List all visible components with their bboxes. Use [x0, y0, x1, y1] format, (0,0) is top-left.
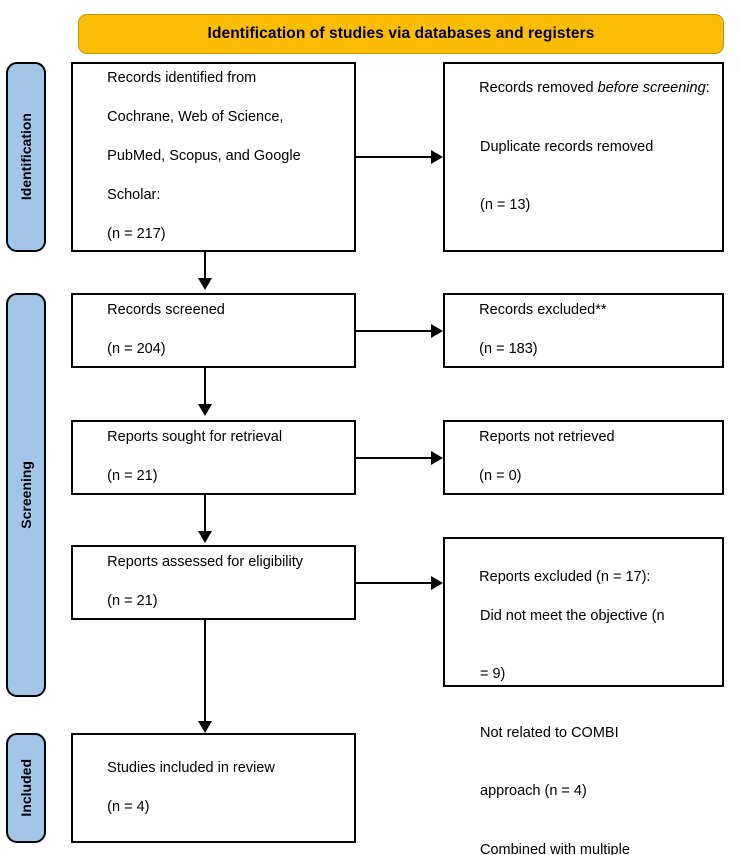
box-reports-assessed-text: Reports assessed for eligibility (n = 21…	[73, 534, 354, 632]
box-records-screened: Records screened (n = 204)	[71, 293, 356, 368]
box-reports-assessed: Reports assessed for eligibility (n = 21…	[71, 545, 356, 620]
box-studies-included: Studies included in review (n = 4)	[71, 733, 356, 843]
reports-not-retrieved-label: Reports not retrieved	[479, 429, 615, 446]
box-reports-excluded: Reports excluded (n = 17): Did not meet …	[443, 537, 724, 855]
records-identified-line3: PubMed, Scopus, and Google	[107, 148, 301, 165]
reports-sought-label: Reports sought for retrieval	[107, 429, 283, 446]
connector-sought-to-not-retrieved	[356, 457, 431, 459]
records-identified-count: (n = 217)	[107, 226, 166, 243]
connector-screened-to-sought	[204, 368, 206, 406]
studies-included-count: (n = 4)	[107, 798, 150, 815]
reports-excluded-reason-2: Not related to COMBI	[480, 724, 619, 741]
records-identified-line2: Cochrane, Web of Science,	[107, 109, 284, 126]
arrowhead-assessed-to-included	[198, 721, 212, 733]
stage-label-included-text: Included	[18, 759, 34, 817]
box-records-excluded: Records excluded** (n = 183)	[443, 293, 724, 368]
arrowhead-identified-to-screened	[198, 278, 212, 290]
records-excluded-label: Records excluded**	[479, 302, 607, 319]
stage-label-included: Included	[6, 733, 46, 843]
arrowhead-sought-to-assessed	[198, 531, 212, 543]
stage-label-screening: Screening	[6, 293, 46, 697]
connector-screened-to-excluded	[356, 330, 431, 332]
connector-identified-to-removed	[356, 156, 431, 158]
connector-sought-to-assessed	[204, 495, 206, 533]
reports-excluded-reason-1: Did not meet the objective (n	[480, 607, 665, 624]
box-records-screened-text: Records screened (n = 204)	[73, 282, 354, 380]
box-records-removed: Records removed before screening: Duplic…	[443, 62, 724, 252]
arrowhead-identified-to-removed	[431, 150, 443, 164]
reports-assessed-count: (n = 21)	[107, 593, 158, 610]
box-reports-not-retrieved: Reports not retrieved (n = 0)	[443, 420, 724, 495]
records-screened-count: (n = 204)	[107, 341, 166, 358]
records-screened-label: Records screened	[107, 302, 225, 319]
records-excluded-count: (n = 183)	[479, 341, 538, 358]
box-records-removed-text: Records removed before screening: Duplic…	[445, 60, 722, 255]
reports-sought-count: (n = 21)	[107, 468, 158, 485]
reports-excluded-reason-3: Combined with multiple	[480, 841, 630, 855]
records-removed-detail: Duplicate records removed	[480, 138, 654, 155]
studies-included-label: Studies included in review	[107, 759, 275, 776]
records-identified-line1: Records identified from	[107, 70, 257, 87]
stage-label-screening-text: Screening	[18, 461, 34, 529]
reports-assessed-label: Reports assessed for eligibility	[107, 554, 304, 571]
box-reports-sought: Reports sought for retrieval (n = 21)	[71, 420, 356, 495]
records-removed-colon: :	[705, 80, 710, 96]
records-removed-count: (n = 13)	[480, 197, 531, 213]
box-reports-excluded-text: Reports excluded (n = 17): Did not meet …	[445, 539, 722, 855]
box-reports-not-retrieved-text: Reports not retrieved (n = 0)	[445, 409, 722, 507]
connector-assessed-to-included	[204, 620, 206, 723]
stage-label-identification-text: Identification	[18, 113, 34, 201]
box-records-excluded-text: Records excluded** (n = 183)	[445, 282, 722, 380]
reports-not-retrieved-count: (n = 0)	[479, 468, 522, 485]
reports-excluded-reason-1-cont: = 9)	[480, 666, 506, 682]
box-records-identified: Records identified from Cochrane, Web of…	[71, 62, 356, 252]
reports-excluded-header: Reports excluded (n = 17):	[479, 568, 651, 585]
box-reports-sought-text: Reports sought for retrieval (n = 21)	[73, 409, 354, 507]
connector-assessed-to-excluded	[356, 582, 431, 584]
arrowhead-screened-to-sought	[198, 404, 212, 416]
arrowhead-assessed-to-excluded	[431, 576, 443, 590]
connector-identified-to-screened	[204, 252, 206, 280]
box-studies-included-text: Studies included in review (n = 4)	[73, 739, 354, 837]
phase-banner-identification: Identification of studies via databases …	[78, 14, 724, 54]
records-removed-lead: Records removed	[479, 80, 598, 96]
records-removed-lead-italic: before screening	[597, 80, 706, 96]
arrowhead-sought-to-not-retrieved	[431, 451, 443, 465]
reports-excluded-reason-2-cont: approach (n = 4)	[480, 783, 587, 799]
records-identified-line4: Scholar:	[107, 187, 161, 204]
box-records-identified-text: Records identified from Cochrane, Web of…	[73, 50, 354, 265]
arrowhead-screened-to-excluded	[431, 324, 443, 338]
phase-banner-title: Identification of studies via databases …	[207, 25, 595, 42]
stage-label-identification: Identification	[6, 62, 46, 252]
